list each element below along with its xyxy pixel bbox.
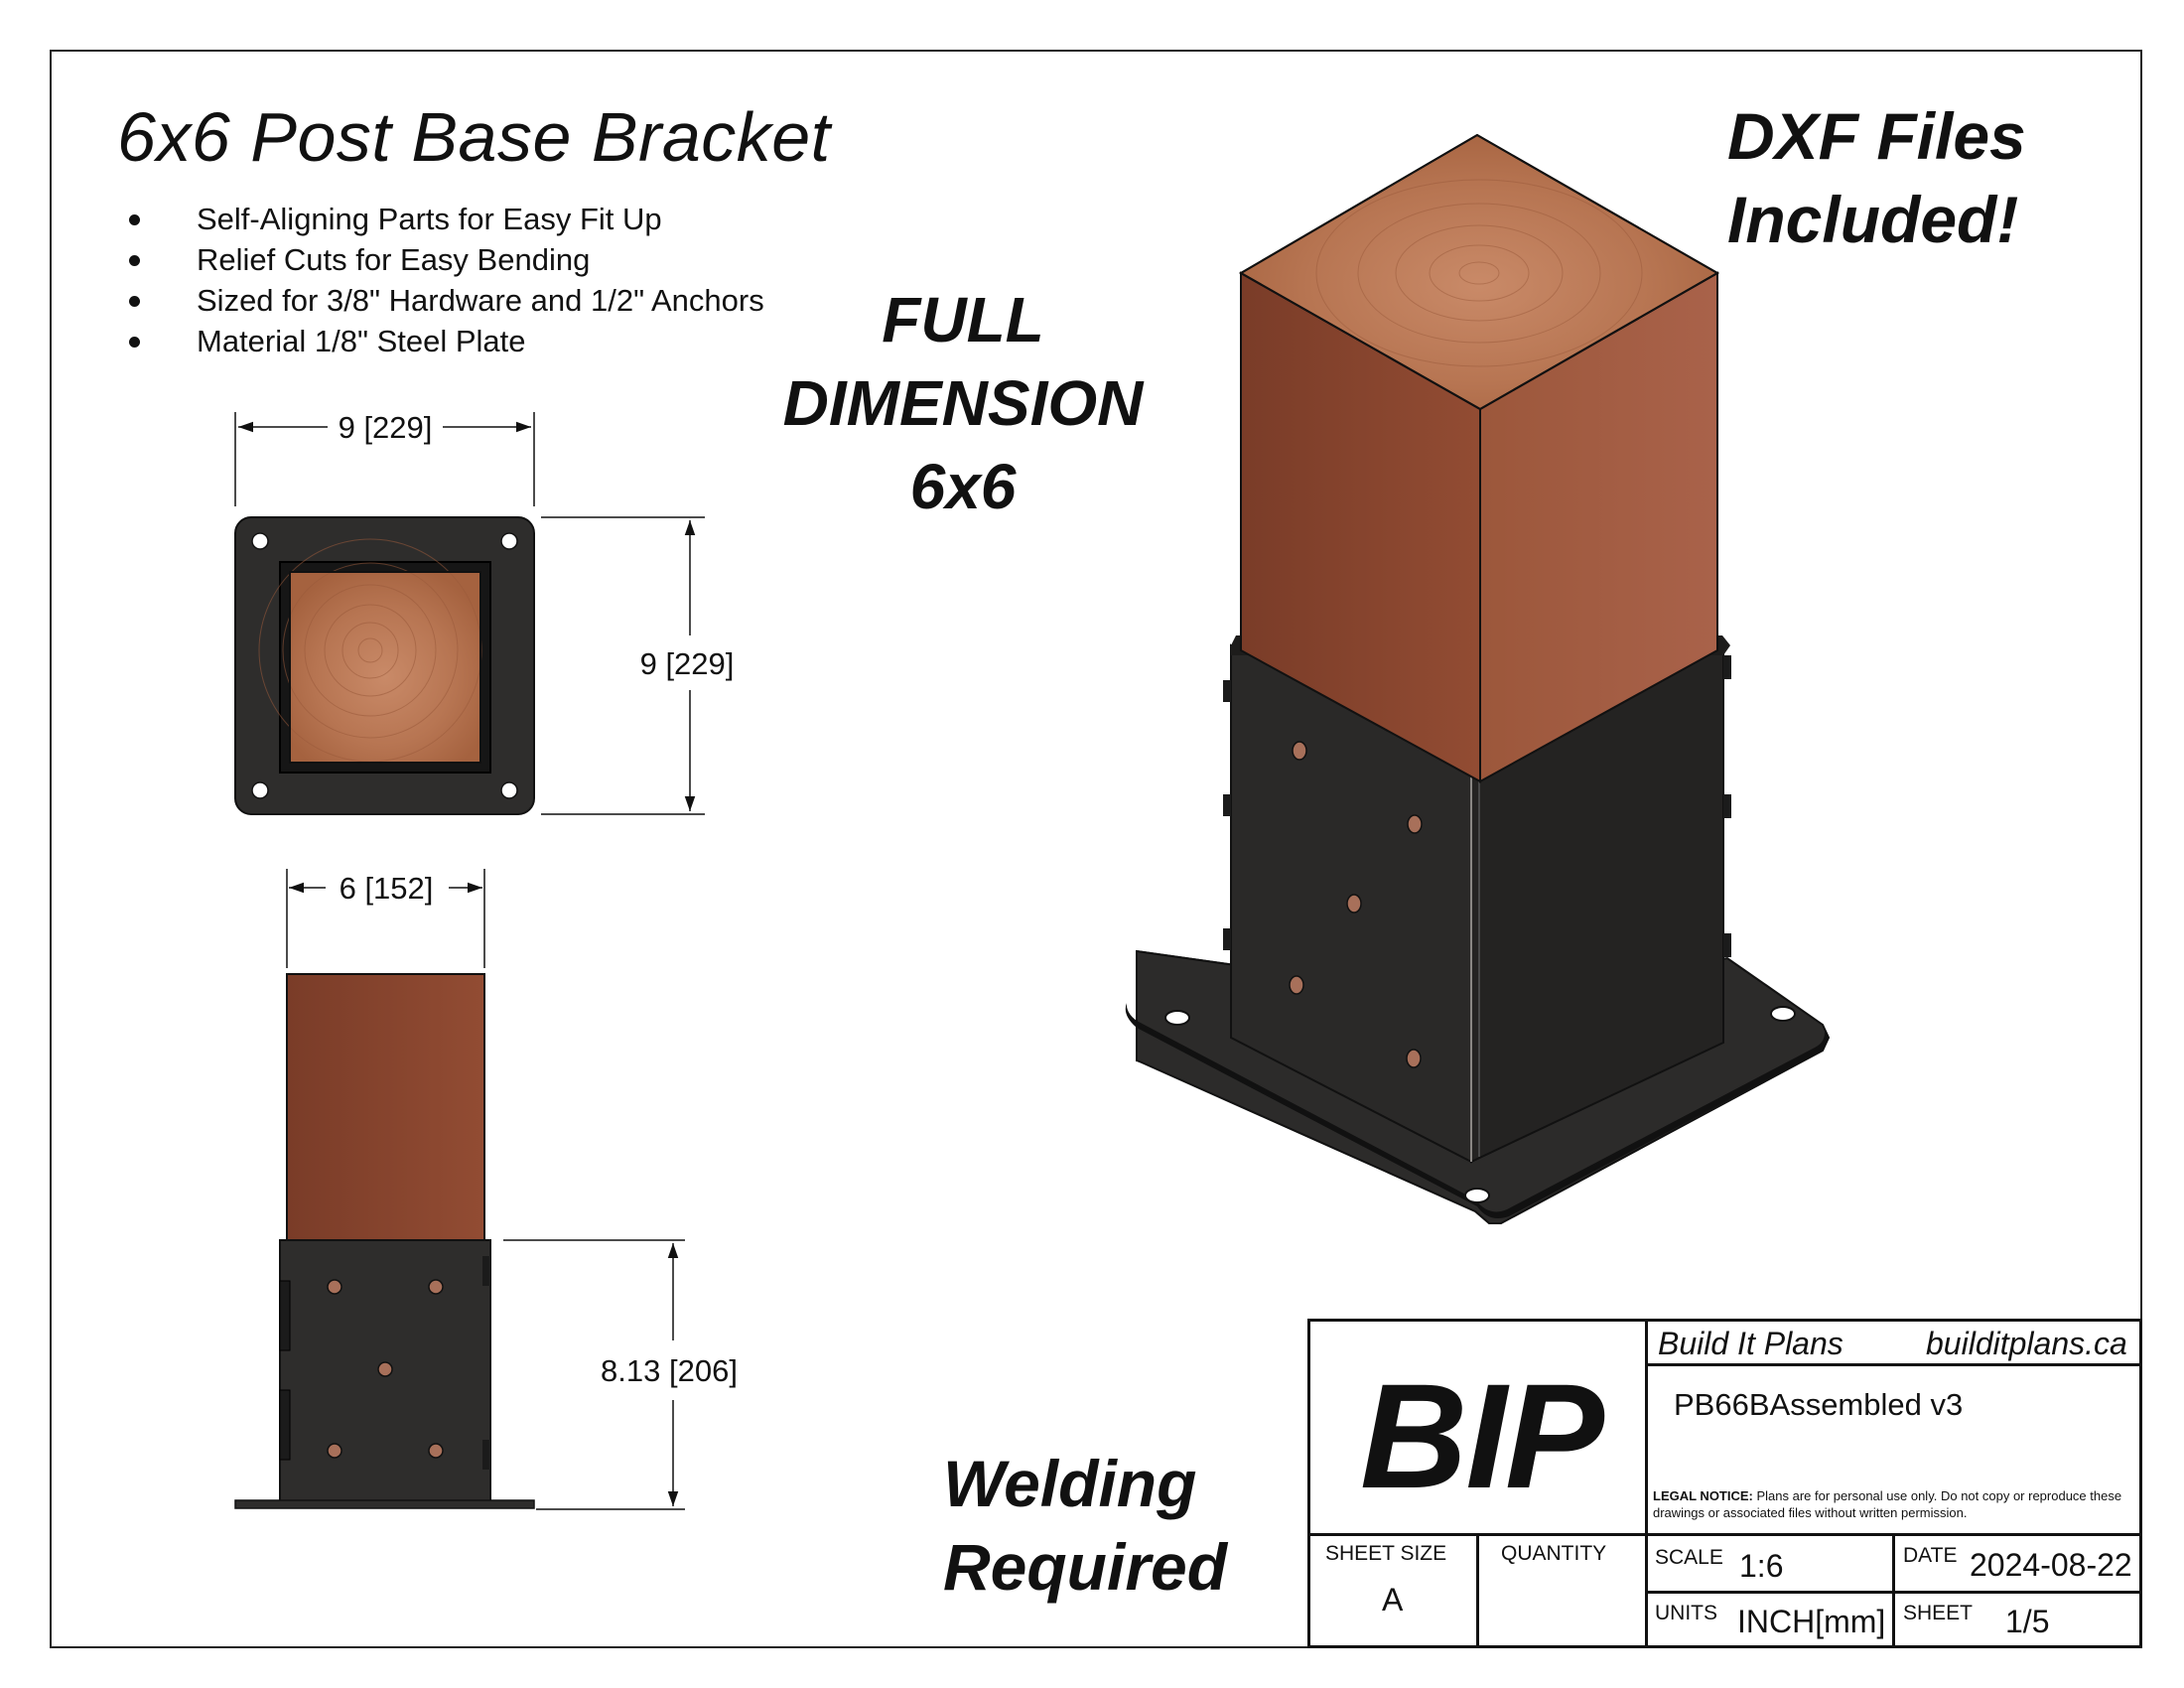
top-view: 9 [229] 9 [229] — [234, 410, 735, 815]
anchor-hole — [1770, 1006, 1796, 1022]
feature-item: Sized for 3/8" Hardware and 1/2" Anchors — [121, 280, 764, 321]
scale-label: SCALE — [1655, 1546, 1723, 1569]
title-block: BIP Build It Plans builditplans.ca PB66B… — [1307, 1319, 2142, 1648]
post-side — [286, 973, 485, 1243]
fastener-hole — [1292, 741, 1307, 761]
fastener-hole — [1406, 1049, 1422, 1068]
feature-list: Self-Aligning Parts for Easy Fit Up Reli… — [121, 199, 764, 361]
callout-line: DXF Files — [1727, 99, 2026, 173]
callout-line: 6x6 — [909, 451, 1017, 522]
dimension-label-bracket-height: 8.13 [206] — [601, 1353, 738, 1388]
date-value: 2024-08-22 — [1970, 1547, 2132, 1583]
fastener-hole — [377, 1361, 393, 1377]
callout-line: Welding — [943, 1447, 1197, 1520]
fastener-hole — [327, 1279, 342, 1295]
fastener-hole — [428, 1279, 444, 1295]
drawing-title: 6x6 Post Base Bracket — [117, 98, 831, 176]
post-end-grain — [290, 572, 480, 763]
quantity-label: QUANTITY — [1501, 1542, 1607, 1565]
fastener-hole — [327, 1443, 342, 1459]
legal-notice-text: Plans are for personal use only. Do not … — [1653, 1488, 2122, 1520]
fastener-hole — [428, 1443, 444, 1459]
date-label: DATE — [1903, 1544, 1958, 1567]
full-dimension-callout: FULL DIMENSION 6x6 — [754, 278, 1171, 528]
welding-callout: Welding Required — [943, 1442, 1281, 1609]
callout-line: DIMENSION — [782, 367, 1144, 439]
anchor-hole — [500, 781, 518, 799]
scale-value: 1:6 — [1739, 1548, 1784, 1584]
fastener-hole — [1289, 975, 1304, 995]
anchor-hole — [1464, 1188, 1490, 1203]
isometric-view — [1125, 133, 1831, 1224]
feature-item: Relief Cuts for Easy Bending — [121, 239, 764, 280]
anchor-hole — [500, 532, 518, 550]
anchor-hole — [1164, 1010, 1190, 1026]
company-website: builditplans.ca — [1926, 1326, 2127, 1361]
callout-line: FULL — [882, 284, 1044, 355]
base-plate-edge — [234, 1499, 535, 1509]
callout-line: Included! — [1727, 183, 2019, 256]
dimension-label-top-width: 9 [229] — [339, 410, 433, 445]
dimension-label-top-height: 9 [229] — [640, 646, 735, 681]
sheet-size-value: A — [1382, 1582, 1404, 1618]
feature-item: Material 1/8" Steel Plate — [121, 321, 764, 361]
fastener-hole — [1407, 814, 1423, 834]
legal-notice-label: LEGAL NOTICE: — [1653, 1488, 1753, 1503]
anchor-hole — [251, 532, 269, 550]
units-value: INCH[mm] — [1737, 1604, 1886, 1639]
dxf-callout: DXF Files Included! — [1727, 94, 2164, 261]
units-label: UNITS — [1655, 1602, 1717, 1624]
sheet-size-label: SHEET SIZE — [1325, 1542, 1447, 1565]
dimension-label-post-width: 6 [152] — [340, 871, 434, 906]
company-name: Build It Plans — [1658, 1326, 1843, 1361]
sheet-label: SHEET — [1903, 1602, 1974, 1624]
legal-notice: LEGAL NOTICE: Plans are for personal use… — [1653, 1487, 2129, 1521]
sheet-value: 1/5 — [2005, 1604, 2050, 1639]
front-view: 6 [152] 8.13 [206] — [234, 869, 738, 1510]
anchor-hole — [251, 781, 269, 799]
fastener-hole — [1346, 894, 1362, 914]
feature-item: Self-Aligning Parts for Easy Fit Up — [121, 199, 764, 239]
sheet-border — [50, 50, 2142, 1648]
callout-line: Required — [943, 1530, 1228, 1604]
bip-logo: BIP — [1360, 1352, 1604, 1519]
part-name: PB66BAssembled v3 — [1674, 1387, 1964, 1422]
